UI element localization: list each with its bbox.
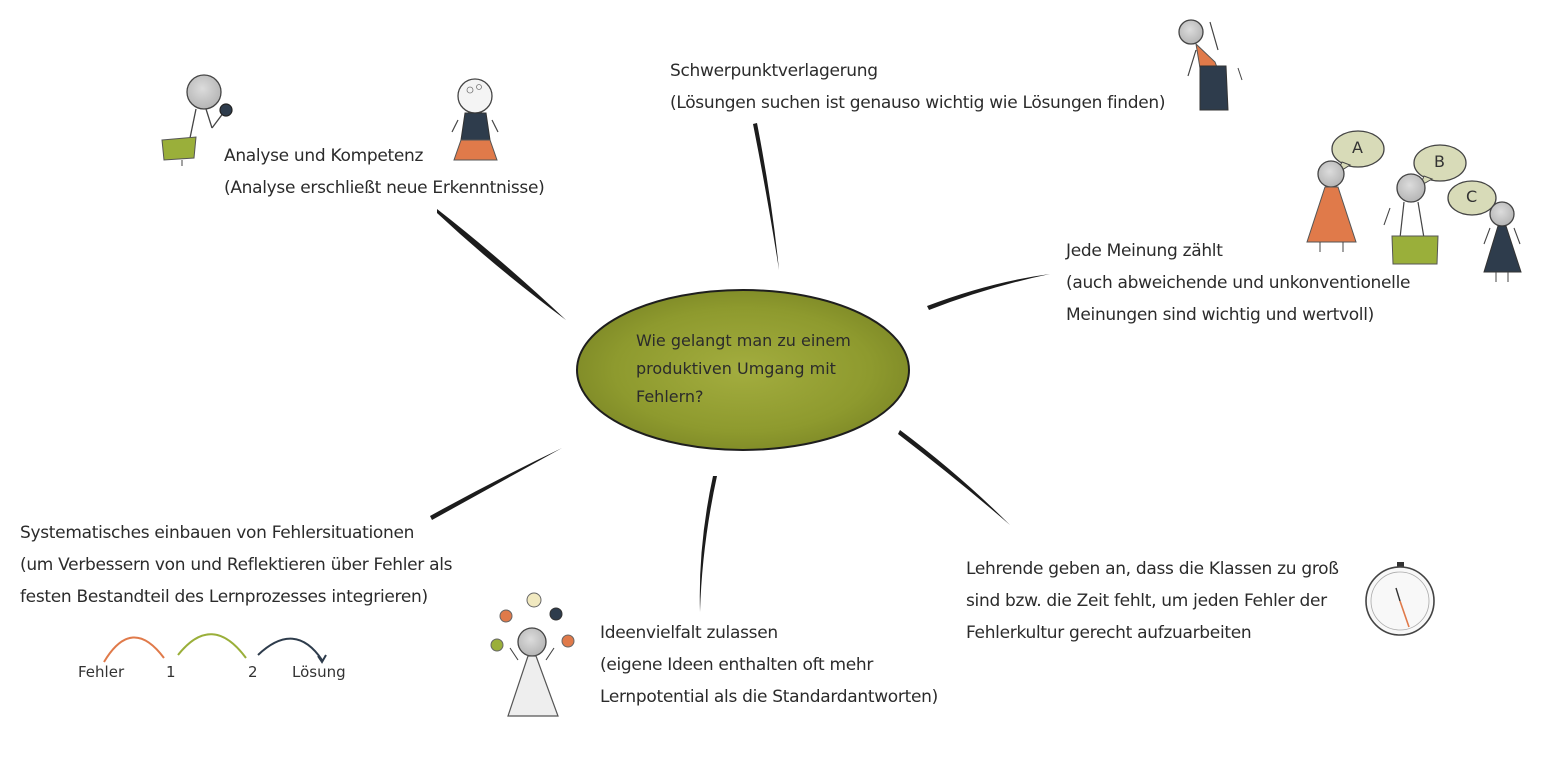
connector-ideen [699, 476, 717, 612]
branch-detail: festen Bestandteil des Lernprozesses int… [20, 587, 428, 607]
branch-meinung: Jede Meinung zählt (auch abweichende und… [1066, 235, 1410, 331]
branch-detail: Lernpotential als die Standardantworten) [600, 687, 938, 707]
arc-1-2 [177, 633, 247, 659]
branch-heading: Jede Meinung zählt [1066, 241, 1223, 261]
sequence-label-fehler: Fehler [78, 663, 125, 681]
branch-detail: Fehlerkultur gerecht aufzuarbeiten [966, 623, 1252, 643]
branch-detail: (Lösungen suchen ist genauso wichtig wie… [670, 93, 1166, 113]
bubble-label-b: B [1434, 152, 1445, 171]
branch-heading: Systematisches einbauen von Fehlersituat… [20, 523, 415, 543]
arc-fehler-1 [103, 636, 165, 663]
branch-detail: (eigene Ideen enthalten oft mehr [600, 655, 874, 675]
bubble-label-c: C [1466, 187, 1478, 206]
discussion-group-icon [1306, 130, 1522, 282]
branch-lehrende: Lehrende geben an, dass die Klassen zu g… [966, 553, 1339, 649]
walking-figure-icon [1178, 19, 1243, 111]
connectors [430, 123, 1050, 612]
branch-detail: (um Verbessern von und Reflektieren über… [20, 555, 453, 575]
thinking-figure-icon [451, 78, 499, 161]
branch-ideen: Ideenvielfalt zulassen (eigene Ideen ent… [600, 617, 938, 713]
branch-heading: Ideenvielfalt zulassen [600, 623, 778, 643]
branch-detail: sind bzw. die Zeit fehlt, um jeden Fehle… [966, 591, 1327, 611]
sequence-arrows [103, 633, 327, 664]
bubble-label-a: A [1352, 138, 1363, 157]
branch-detail: Meinungen sind wichtig und wertvoll) [1066, 305, 1374, 325]
sequence-label-loesung: Lösung [292, 663, 346, 681]
connector-analyse [437, 209, 566, 320]
arc-2-loesung [257, 637, 323, 661]
sequence-label-1: 1 [166, 663, 176, 681]
branch-detail: (auch abweichende und unkonventionelle [1066, 273, 1411, 293]
sequence-label-2: 2 [248, 663, 258, 681]
center-topic-line: Fehlern? [636, 387, 704, 406]
center-topic-line: produktiven Umgang mit [636, 359, 836, 378]
center-topic: Wie gelangt man zu einem produktiven Umg… [636, 327, 851, 411]
branch-systematisch: Systematisches einbauen von Fehlersituat… [20, 517, 453, 613]
center-topic-line: Wie gelangt man zu einem [636, 331, 851, 350]
connector-meinung [927, 274, 1050, 310]
magnifier-figure-icon [161, 74, 233, 166]
branch-heading: Schwerpunktverlagerung [670, 61, 878, 81]
center-topic-ellipse [576, 289, 910, 451]
branch-detail: (Analyse erschließt neue Erkenntnisse) [224, 178, 545, 198]
branch-heading: Analyse und Kompetenz [224, 146, 424, 166]
branch-heading: Lehrende geben an, dass die Klassen zu g… [966, 559, 1339, 579]
branch-analyse: Analyse und Kompetenz (Analyse erschließ… [224, 140, 545, 204]
stopwatch-icon [1365, 562, 1435, 636]
connector-schwerpunkt [753, 123, 779, 270]
connector-systematisch [430, 448, 562, 520]
ideas-figure-icon [490, 592, 575, 717]
branch-schwerpunkt: Schwerpunktverlagerung (Lösungen suchen … [670, 55, 1166, 119]
connector-lehrende [898, 430, 1010, 525]
